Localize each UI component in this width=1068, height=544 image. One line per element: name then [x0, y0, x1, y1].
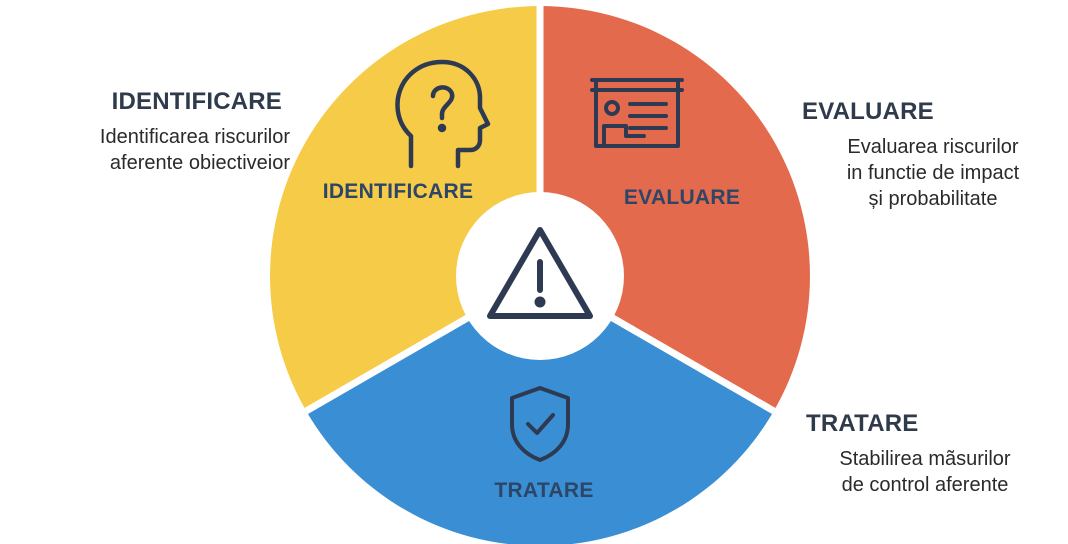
head-question-icon [395, 59, 491, 169]
label-title-tratare: TRATARE [806, 410, 919, 437]
segment-title-evaluare: EVALUARE [624, 186, 740, 209]
label-title-evaluare: EVALUARE [802, 98, 934, 125]
segment-title-identificare: IDENTIFICARE [323, 180, 474, 203]
segment-title-tratare: TRATARE [494, 479, 593, 502]
label-tratare: TRATARE Stabilirea mãsurilor de control … [790, 408, 1060, 498]
label-description-identificare: Identificarea riscurilor aferente obiect… [99, 125, 290, 175]
label-description-tratare: Stabilirea mãsurilor de control aferente [839, 447, 1011, 497]
label-identificare: IDENTIFICARE Identificarea riscurilor af… [8, 86, 290, 176]
presentation-board-icon [590, 78, 684, 148]
shield-check-icon [510, 386, 570, 462]
warning-triangle-icon [487, 227, 593, 319]
label-title-identificare: IDENTIFICARE [111, 88, 282, 115]
segment-tratare [306, 276, 774, 544]
label-evaluare: EVALUARE Evaluarea riscurilor in functie… [802, 96, 1064, 213]
label-description-evaluare: Evaluarea riscurilor in functie de impac… [846, 135, 1020, 211]
